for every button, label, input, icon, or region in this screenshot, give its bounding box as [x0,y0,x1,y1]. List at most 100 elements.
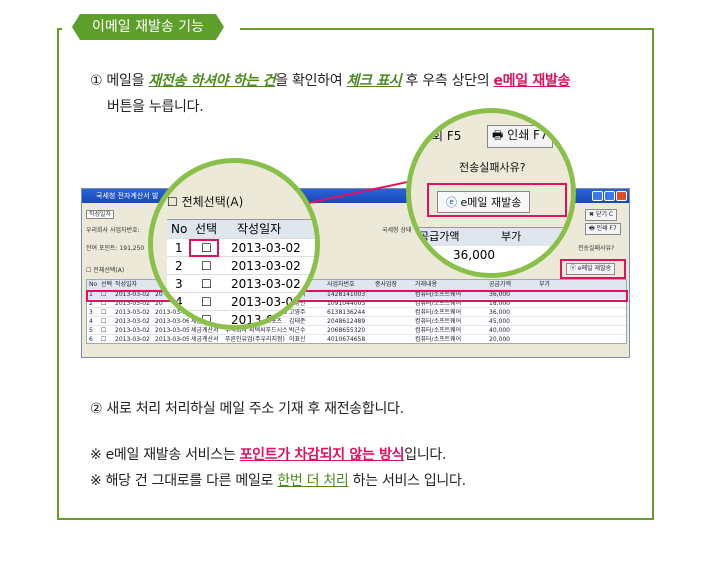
note2-highlight: 한번 더 처리 [277,473,349,489]
table-cell [373,317,413,325]
window-title: 국세청 전자계산서 발 [96,192,159,200]
table-cell: 2013-03-05 [155,336,189,343]
table-cell: 20 [155,291,163,298]
zoom-row-no: 2 [175,259,183,273]
table-cell: 세금계산서 [191,327,219,334]
row-checkbox[interactable]: ☐ [101,327,107,334]
step1-number: ① [90,73,103,89]
zoom-query-button[interactable]: 조회 F5 [421,129,462,143]
zoom-row-checkbox[interactable]: ☐ [201,313,212,327]
table-cell [537,308,567,316]
step1-text3: 후 우측 상단의 [401,73,494,89]
zoom-row-checkbox[interactable]: ☐ [201,259,212,273]
section-frame [57,28,654,520]
table-cell [373,335,413,343]
zoom-left-header: No 선택 작성일자 [167,220,315,238]
zoom-resend-button[interactable]: ⓔ e메일 재발송 [437,191,531,213]
table-cell: 컴퓨터/소프트웨어 [415,318,462,325]
zoom-print-button[interactable]: 🖶 인쇄 F7 [487,125,553,148]
table-cell: 2013-03-02 [115,327,150,334]
zoom-row-date: 2013-03-02 [231,241,301,255]
table-cell: 박근수 [289,327,306,334]
table-cell: 컴퓨터/소프트웨어 [415,327,462,334]
table-cell: 6138136244 [327,309,366,316]
table-cell [537,326,567,334]
step1-text1: 메일을 [106,73,149,89]
zoom-row-date: 2013-03 [231,313,282,327]
table-cell: 2013-03-02 [115,336,150,343]
zoom-row-checkbox[interactable]: ☐ [201,295,212,309]
zoom-row[interactable]: 2 ☐ 2013-03-02 [167,256,315,274]
zoom-right: 조회 F5 🖶 인쇄 F7 전송실패사유? ⓔ e메일 재발송 공급가액 부가 … [406,108,576,278]
row-checkbox[interactable]: ☐ [101,309,107,316]
minimize-button[interactable] [592,191,603,201]
step1-line2: 버튼을 누릅니다. [107,99,204,115]
table-cell: 4 [89,318,93,325]
table-cell: 5 [89,327,93,334]
zoom-row[interactable]: 1☐2013-03-02 [167,238,315,256]
zoom-resend-highlight [427,183,567,217]
table-cell [537,317,567,325]
row-checkbox[interactable]: ☐ [101,318,107,325]
row-checkbox[interactable]: ☐ [101,300,107,307]
row-checkbox[interactable]: ☐ [101,336,107,343]
header-cell[interactable]: 사업자번호 [327,281,355,288]
table-cell: 1428141003 [327,291,366,298]
resend-email-button[interactable]: ⓔ e메일 재발송 [566,263,616,275]
note1-highlight: 포인트가 차감되지 않는 방식 [239,447,405,463]
table-cell: 주식회사 씨텍씨푸드시스 [225,327,287,334]
table-cell: 2 [89,300,93,307]
nts-state-label: 국세청 상태 [382,227,412,234]
zoom-row-no: 4 [175,295,183,309]
zoom-select-all[interactable]: ☐ 전체선택(A) [167,195,244,209]
header-cell[interactable]: 선택 [101,281,113,288]
print-button[interactable]: 🖶 인쇄 F7 [585,223,621,235]
step1-highlight3: e메일 재발송 [493,73,571,89]
table-cell: 2013-03-02 [115,309,150,316]
header-cell[interactable]: 종사업장 [375,281,398,288]
table-cell: 푸른인유업(주우리지점) [225,336,285,343]
step1-text2: 을 확인하여 [275,73,347,89]
maximize-button[interactable] [604,191,615,201]
zoom-right-header: 공급가액 부가 [411,228,571,246]
table-cell: 4010674658 [327,336,366,343]
table-cell: 2013-03-05 [155,327,189,334]
zoom-row[interactable]: 4 ☐ 2013-03-02 [167,292,315,310]
row-checkbox[interactable]: ☐ [101,291,107,298]
zoom-send-fail[interactable]: 전송실패사유? [459,161,526,174]
zoom-row[interactable]: 3☐2013-03-02 [167,274,315,292]
zoom-amount: 36,000 [453,248,495,262]
zoom-row[interactable]: 5☐2013-03 [167,310,315,327]
header-cell[interactable]: 거래내용 [415,281,438,288]
table-cell: 컴퓨터/소프트웨어 [415,300,462,307]
table-cell [373,308,413,316]
table-cell: 6 [89,336,93,343]
zoom-row-checkbox[interactable]: ☐ [201,241,212,255]
table-cell: 2068655320 [327,327,366,334]
header-cell[interactable]: 공급가액 [489,281,512,288]
close-button[interactable]: ✖ 닫기 C [585,209,618,221]
table-cell: 2013-03-02 [115,291,150,298]
close-window-button[interactable] [616,191,627,201]
zoom-row-date: 2013-03-02 [231,259,301,273]
send-fail-reason[interactable]: 전송실패사유? [578,245,615,252]
header-cell[interactable]: 부가 [539,281,551,288]
table-cell: 18,000 [489,300,510,307]
zoom-row-checkbox[interactable]: ☐ [201,277,212,291]
step2-text: ② 새로 처리 처리하실 메일 주소 기재 후 재전송합니다. [90,401,404,417]
table-cell: 20,000 [489,336,510,343]
table-cell [537,335,567,343]
header-cell[interactable]: 작성일자 [115,281,138,288]
header-cell[interactable]: No [89,281,98,288]
zoom-row-date: 2013-03-02 [231,295,301,309]
zoom-row-date: 2013-03-02 [231,277,301,291]
select-all-checkbox[interactable]: ☐ 전체선택(A) [86,267,125,274]
zoom-right-table: 공급가액 부가 36,000 [411,227,571,273]
table-cell: 컴퓨터/소프트웨어 [415,309,462,316]
table-cell: 세금계산서 [191,336,219,343]
date-select[interactable]: 작성일자 [86,209,115,219]
table-cell: 1 [89,291,93,298]
